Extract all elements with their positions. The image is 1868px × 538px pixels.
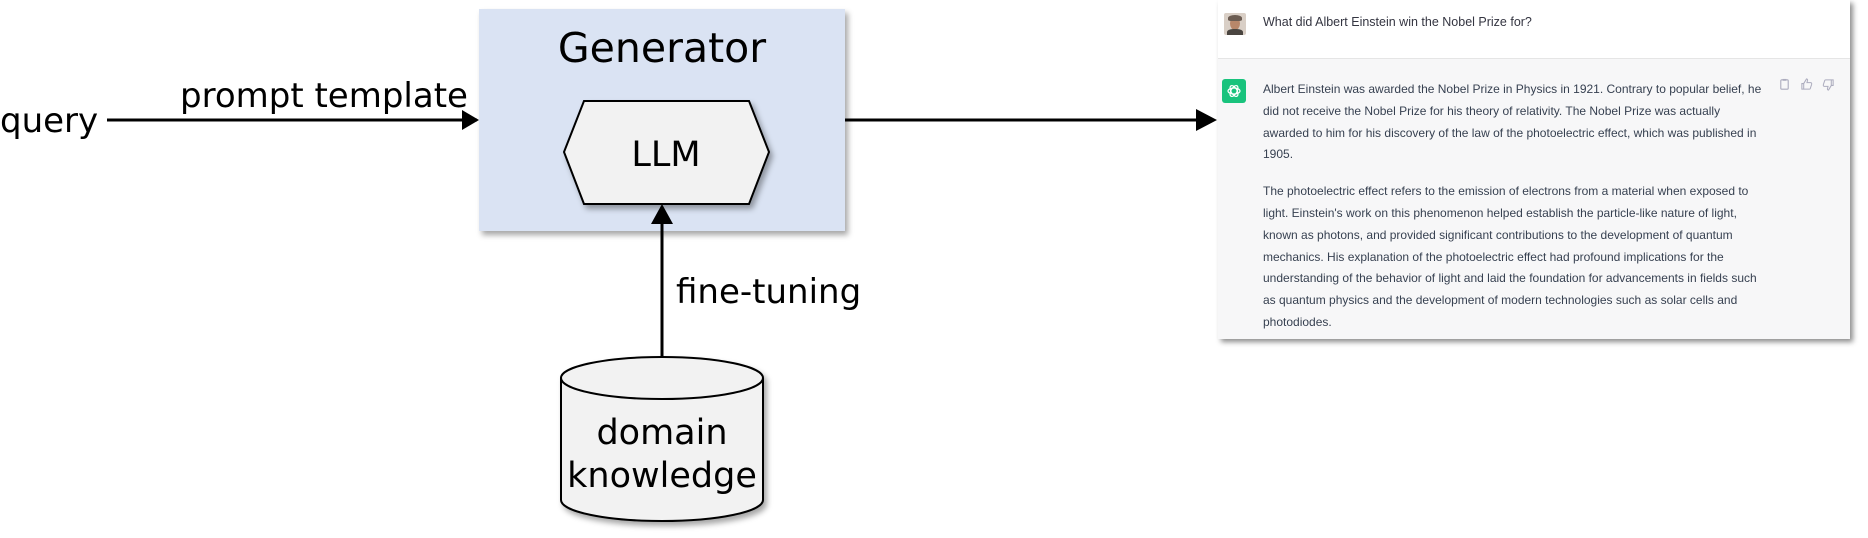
assistant-answer: Albert Einstein was awarded the Nobel Pr… [1263, 79, 1763, 349]
query-arrowhead [462, 110, 479, 130]
llm-hexagon [562, 100, 771, 205]
query-label: query [0, 101, 98, 141]
user-question: What did Albert Einstein win the Nobel P… [1263, 15, 1532, 29]
output-arrowhead [1196, 109, 1217, 131]
assistant-message-row: Albert Einstein was awarded the Nobel Pr… [1218, 59, 1850, 339]
chat-screenshot: What did Albert Einstein win the Nobel P… [1218, 0, 1850, 339]
answer-paragraph: Albert Einstein was awarded the Nobel Pr… [1263, 82, 1762, 162]
knowledge-label-line2: knowledge [567, 456, 757, 496]
generator-title: Generator [558, 24, 766, 72]
llm-label: LLM [631, 135, 700, 175]
finetune-label: fine-tuning [676, 272, 861, 312]
answer-paragraph: The photoelectric effect refers to the e… [1263, 184, 1757, 329]
prompt-template-label: prompt template [180, 76, 468, 116]
copy-icon[interactable] [1778, 78, 1793, 93]
knowledge-label-line1: domain [596, 413, 727, 453]
openai-logo-icon [1222, 79, 1246, 103]
knowledge-cylinder [560, 356, 764, 522]
thumbs-up-icon[interactable] [1800, 78, 1815, 93]
user-message-row: What did Albert Einstein win the Nobel P… [1218, 0, 1850, 59]
user-avatar [1224, 13, 1246, 35]
message-actions [1778, 78, 1837, 93]
thumbs-down-icon[interactable] [1822, 78, 1837, 93]
finetune-arrowhead [651, 204, 673, 224]
